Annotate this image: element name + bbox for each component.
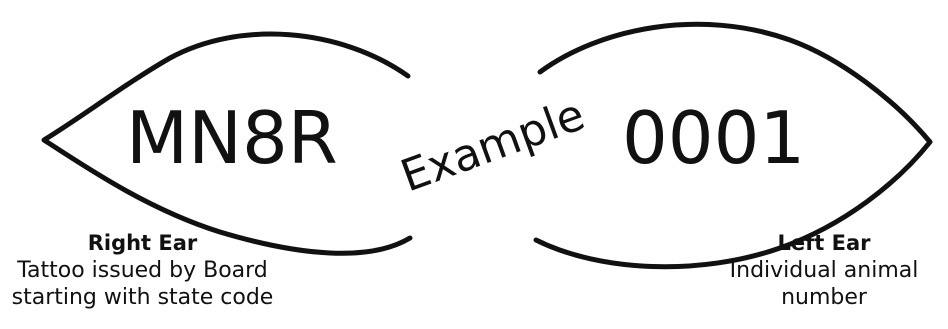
left-ear-title: Left Ear: [777, 231, 871, 255]
right-ear-title: Right Ear: [87, 231, 198, 255]
example-label: Example: [394, 89, 591, 202]
right-ear-description-line-2: starting with state code: [11, 285, 274, 310]
right-ear-caption: Right Ear Tattoo issued by Board startin…: [0, 230, 285, 311]
left-ear-caption: Left Ear Individual animal number: [700, 230, 948, 311]
right-ear-tattoo-code: MN8R: [126, 96, 338, 180]
right-ear-description-line-1: Tattoo issued by Board: [17, 258, 268, 283]
left-ear-tattoo-code: 0001: [622, 96, 805, 180]
left-ear-description-line-2: number: [781, 285, 867, 310]
left-ear-outline: [533, 21, 933, 270]
right-ear-outline: [41, 31, 413, 256]
left-ear-description-line-1: Individual animal: [729, 258, 919, 283]
